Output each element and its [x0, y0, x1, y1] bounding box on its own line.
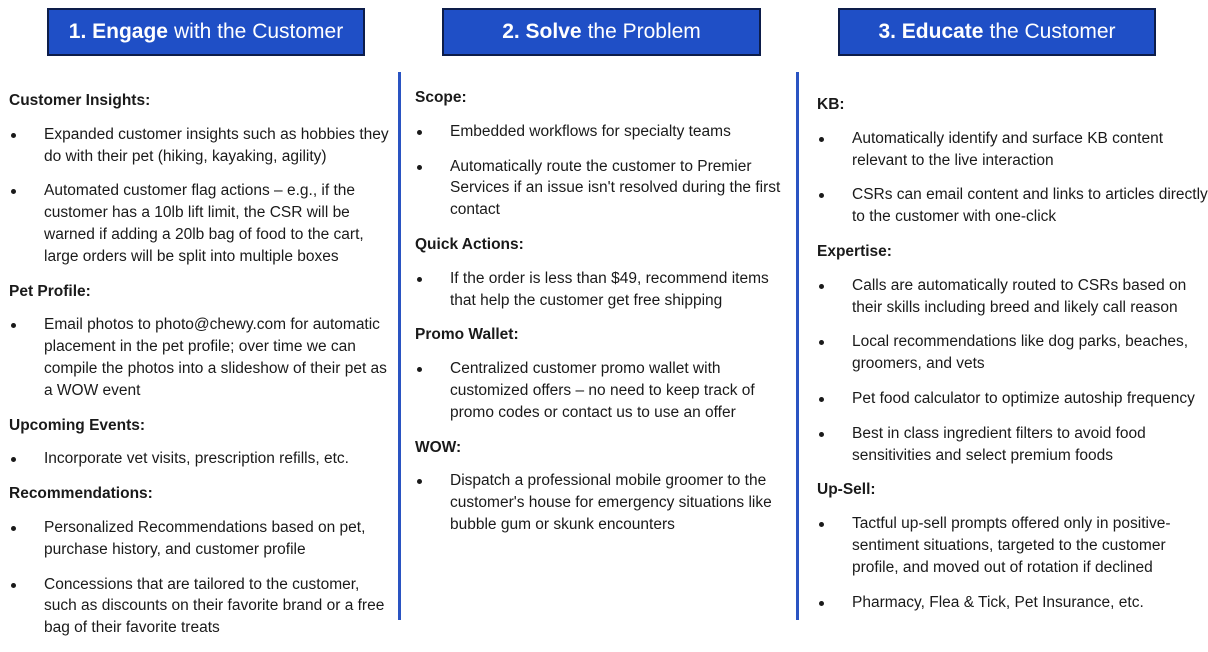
header-text: the Problem	[587, 20, 701, 43]
column-educate: KB: Automatically identify and surface KB…	[817, 92, 1208, 626]
column-engage: Customer Insights: Expanded customer insi…	[9, 88, 394, 652]
bullet-item: Dispatch a professional mobile groomer t…	[415, 470, 797, 535]
column-header-engage: 1. Engage with the Customer	[47, 8, 365, 56]
section: Recommendations: Personalized Recommendat…	[9, 483, 394, 639]
section-title: Up-Sell:	[817, 481, 876, 499]
section: Up-Sell: Tactful up-sell prompts offered …	[817, 479, 1208, 613]
bullet-item: CSRs can email content and links to arti…	[817, 184, 1208, 228]
section: Upcoming Events: Incorporate vet visits, …	[9, 415, 394, 471]
bullet-item: Email photos to photo@chewy.com for auto…	[9, 314, 394, 401]
bullet-item: Centralized customer promo wallet with c…	[415, 358, 797, 423]
section-title: Scope:	[415, 89, 467, 106]
section: WOW: Dispatch a professional mobile groom…	[415, 437, 797, 536]
bullet-item: Automated customer flag actions – e.g., …	[9, 180, 394, 267]
section: KB: Automatically identify and surface KB…	[817, 94, 1208, 228]
bullet-item: Personalized Recommendations based on pe…	[9, 517, 394, 561]
bullet-list: Calls are automatically routed to CSRs b…	[817, 275, 1208, 467]
section: Customer Insights: Expanded customer insi…	[9, 90, 394, 268]
section-title: Pet Profile:	[9, 282, 91, 300]
bullet-item: If the order is less than $49, recommend…	[415, 268, 797, 312]
bullet-list: Email photos to photo@chewy.com for auto…	[9, 314, 394, 401]
section-title: WOW:	[415, 438, 462, 456]
bullet-item: Expanded customer insights such as hobbi…	[9, 124, 394, 168]
section-title: Recommendations:	[9, 485, 153, 503]
bullet-item: Pharmacy, Flea & Tick, Pet Insurance, et…	[817, 592, 1208, 614]
header-number: 2. Solve	[502, 20, 582, 43]
section: Expertise: Calls are automatically routed…	[817, 241, 1208, 466]
bullet-item: Concessions that are tailored to the cus…	[9, 574, 394, 639]
bullet-list: Automatically identify and surface KB co…	[817, 128, 1208, 228]
column-header-solve: 2. Solve the Problem	[442, 8, 761, 56]
section: Pet Profile: Email photos to photo@chewy.…	[9, 281, 394, 402]
bullet-list: Incorporate vet visits, prescription ref…	[9, 448, 394, 470]
column-solve: Scope: Embedded workflows for specialty t…	[415, 85, 797, 549]
header-number: 1. Engage	[68, 20, 168, 43]
bullet-item: Embedded workflows for specialty teams	[415, 121, 797, 143]
column-divider	[398, 72, 401, 620]
section-title: Upcoming Events:	[9, 416, 146, 434]
bullet-item: Best in class ingredient filters to avoi…	[817, 423, 1208, 467]
section: Scope: Embedded workflows for specialty t…	[415, 87, 797, 221]
bullet-item: Pet food calculator to optimize autoship…	[817, 388, 1208, 410]
section-title: KB:	[817, 96, 845, 113]
bullet-item: Automatically route the customer to Prem…	[415, 156, 797, 221]
bullet-item: Calls are automatically routed to CSRs b…	[817, 275, 1208, 319]
bullet-list: If the order is less than $49, recommend…	[415, 268, 797, 312]
header-text: the Customer	[989, 20, 1116, 43]
bullet-list: Dispatch a professional mobile groomer t…	[415, 470, 797, 535]
header-number: 3. Educate	[878, 20, 984, 43]
section-title: Customer Insights:	[9, 92, 151, 109]
bullet-list: Personalized Recommendations based on pe…	[9, 517, 394, 639]
bullet-item: Tactful up-sell prompts offered only in …	[817, 513, 1208, 578]
header-text: with the Customer	[173, 20, 344, 43]
bullet-item: Local recommendations like dog parks, be…	[817, 331, 1208, 375]
bullet-list: Expanded customer insights such as hobbi…	[9, 124, 394, 268]
bullet-item: Automatically identify and surface KB co…	[817, 128, 1208, 172]
bullet-list: Centralized customer promo wallet with c…	[415, 358, 797, 423]
section-title: Promo Wallet:	[415, 326, 519, 344]
column-header-educate: 3. Educate the Customer	[838, 8, 1156, 56]
bullet-list: Tactful up-sell prompts offered only in …	[817, 513, 1208, 613]
section: Quick Actions: If the order is less than …	[415, 234, 797, 311]
section-title: Quick Actions:	[415, 235, 524, 253]
bullet-item: Incorporate vet visits, prescription ref…	[9, 448, 394, 470]
column-divider	[796, 72, 799, 620]
section-title: Expertise:	[817, 242, 892, 260]
section: Promo Wallet: Centralized customer promo …	[415, 324, 797, 423]
